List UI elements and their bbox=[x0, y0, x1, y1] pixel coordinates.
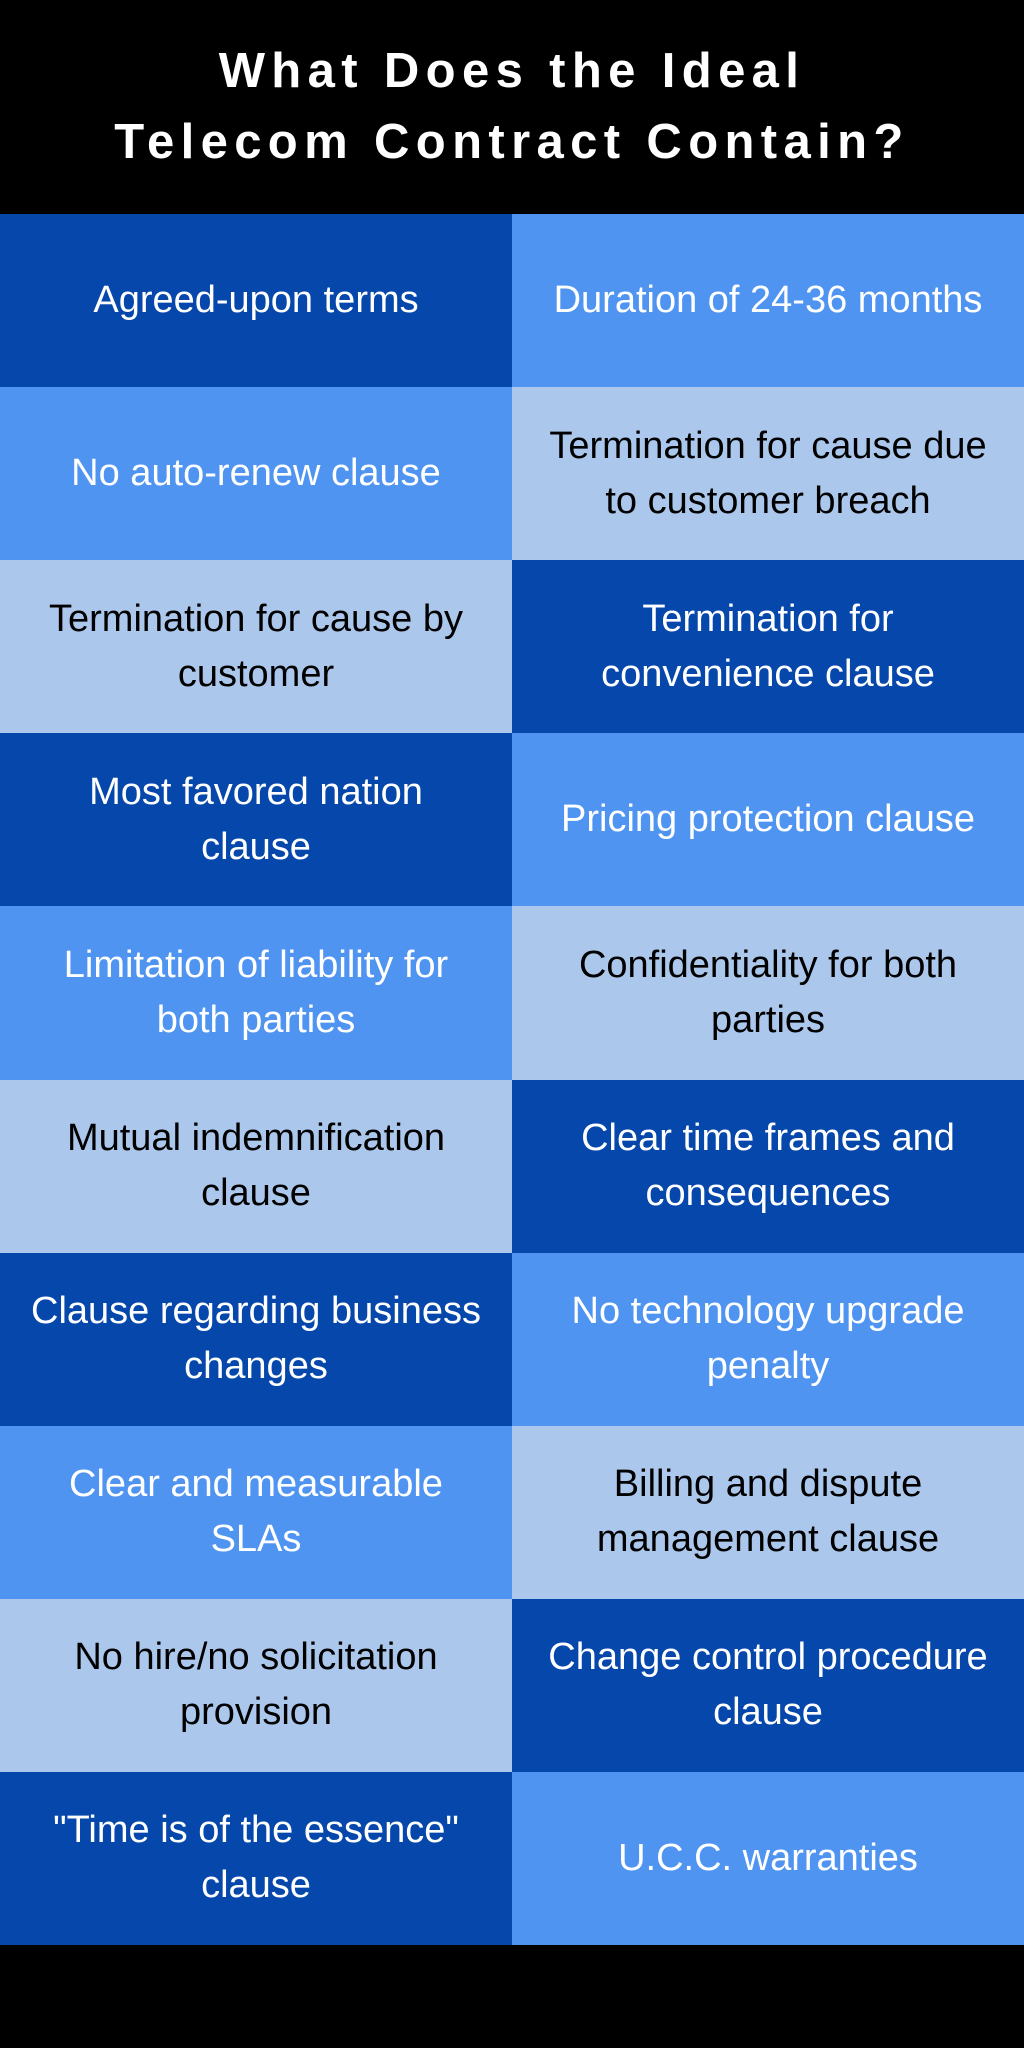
grid-cell-no-hire-no-solicitation: No hire/no solicitation provision bbox=[0, 1598, 512, 1772]
header-band: What Does the Ideal Telecom Contract Con… bbox=[0, 0, 1024, 214]
grid-cell-time-is-of-the-essence: "Time is of the essence" clause bbox=[0, 1771, 512, 1945]
grid-cell-business-changes: Clause regarding business changes bbox=[0, 1252, 512, 1426]
grid-cell-agreed-upon-terms: Agreed-upon terms bbox=[0, 214, 512, 388]
page-title-line-2: Telecom Contract Contain? bbox=[114, 115, 910, 169]
contract-items-grid: Agreed-upon terms Duration of 24-36 mont… bbox=[0, 214, 1024, 1945]
grid-cell-termination-convenience: Termination for convenience clause bbox=[512, 560, 1024, 734]
grid-cell-limitation-of-liability: Limitation of liability for both parties bbox=[0, 906, 512, 1080]
grid-cell-clear-time-frames: Clear time frames and consequences bbox=[512, 1079, 1024, 1253]
grid-cell-most-favored-nation: Most favored nation clause bbox=[0, 733, 512, 907]
page-title-line-1: What Does the Ideal bbox=[218, 43, 806, 98]
grid-cell-termination-customer-breach: Termination for cause due to customer br… bbox=[512, 387, 1024, 561]
grid-cell-measurable-slas: Clear and measurable SLAs bbox=[0, 1425, 512, 1599]
footer-band bbox=[0, 1945, 1024, 2048]
grid-cell-confidentiality: Confidentiality for both parties bbox=[512, 906, 1024, 1080]
grid-cell-mutual-indemnification: Mutual indemnification clause bbox=[0, 1079, 512, 1253]
grid-cell-no-technology-upgrade-penalty: No technology upgrade penalty bbox=[512, 1252, 1024, 1426]
grid-cell-change-control-procedure: Change control procedure clause bbox=[512, 1598, 1024, 1772]
grid-cell-no-auto-renew: No auto-renew clause bbox=[0, 387, 512, 561]
grid-cell-billing-dispute-management: Billing and dispute management clause bbox=[512, 1425, 1024, 1599]
grid-cell-termination-by-customer: Termination for cause by customer bbox=[0, 560, 512, 734]
grid-cell-pricing-protection: Pricing protection clause bbox=[512, 733, 1024, 907]
grid-cell-duration: Duration of 24-36 months bbox=[512, 214, 1024, 388]
grid-cell-ucc-warranties: U.C.C. warranties bbox=[512, 1771, 1024, 1945]
